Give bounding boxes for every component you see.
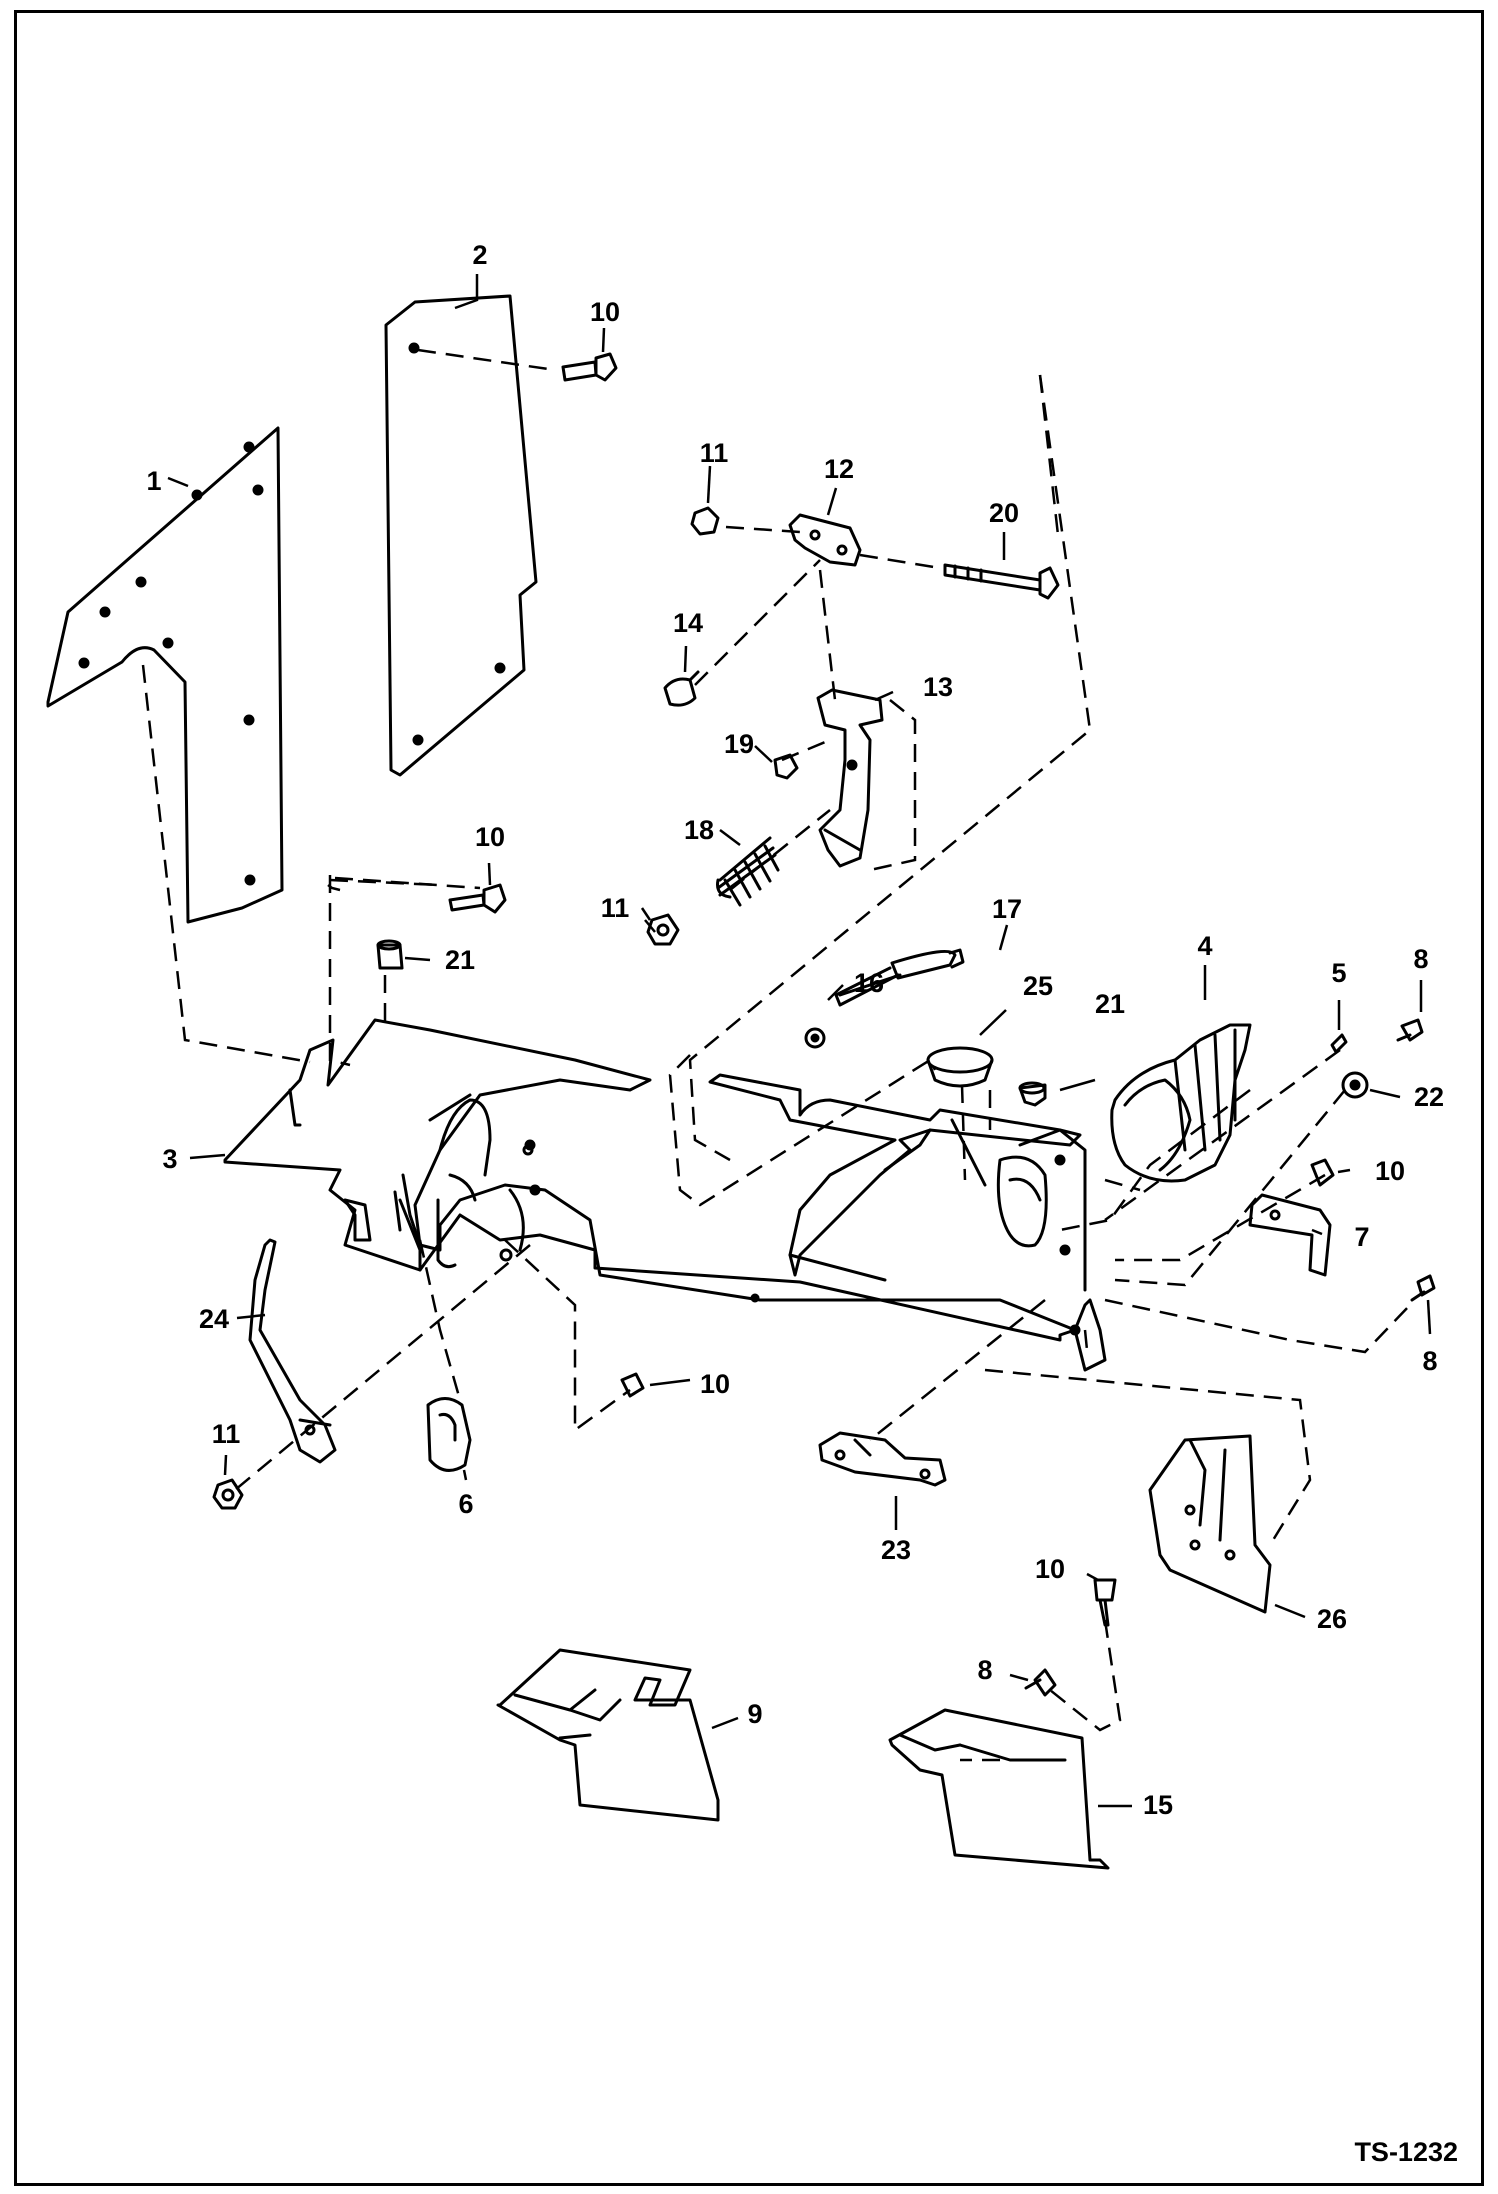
part-16-washer xyxy=(804,1027,826,1049)
part-11-nuts xyxy=(212,506,720,1510)
callout-21-right: 21 xyxy=(1095,989,1125,1019)
part-4-rubber-boot xyxy=(1110,1023,1252,1183)
part-7-bracket xyxy=(1248,1193,1332,1277)
part-26-bracket-cover xyxy=(1148,1434,1272,1614)
callout-22: 22 xyxy=(1414,1082,1444,1112)
callout-7: 7 xyxy=(1354,1222,1369,1252)
callout-11-top: 11 xyxy=(700,438,729,468)
callout-26: 26 xyxy=(1317,1604,1347,1634)
drawing-number: TS-1232 xyxy=(1354,2137,1458,2167)
drawing-frame xyxy=(14,10,1484,2186)
part-1-side-panel xyxy=(46,426,284,924)
part-10-bolts xyxy=(448,352,1335,1627)
callout-11-left: 11 xyxy=(212,1419,241,1449)
callout-5: 5 xyxy=(1331,958,1346,988)
callout-10-mid: 10 xyxy=(475,822,505,852)
callout-10-lower: 10 xyxy=(1035,1554,1065,1584)
callout-3: 3 xyxy=(162,1144,177,1174)
callout-10-right: 10 xyxy=(1375,1156,1405,1186)
callout-21-left: 21 xyxy=(445,945,475,975)
part-19-nut xyxy=(773,753,799,780)
callout-17: 17 xyxy=(992,894,1022,924)
part-8-bolts xyxy=(1024,1018,1436,1697)
part-20-bolt xyxy=(943,563,1060,600)
callout-23: 23 xyxy=(881,1535,911,1565)
callout-11-mid: 11 xyxy=(601,893,630,923)
callout-9: 9 xyxy=(747,1699,762,1729)
callout-8-right: 8 xyxy=(1422,1346,1437,1376)
callout-25: 25 xyxy=(1023,971,1053,1001)
callout-16: 16 xyxy=(854,968,884,998)
part-13-pedal-lever xyxy=(816,688,884,868)
callout-10-top: 10 xyxy=(590,297,620,327)
callout-19: 19 xyxy=(724,729,754,759)
callout-15: 15 xyxy=(1143,1790,1173,1820)
leader-lines xyxy=(167,274,1432,1808)
callout-1: 1 xyxy=(146,466,161,496)
callout-12: 12 xyxy=(824,454,854,484)
callout-14: 14 xyxy=(673,608,703,638)
callout-13: 13 xyxy=(923,672,953,702)
part-12-hinge-bracket xyxy=(788,513,862,567)
part-6-grommet xyxy=(426,1397,472,1472)
callout-10-bottom: 10 xyxy=(700,1369,730,1399)
callout-2: 2 xyxy=(472,240,487,270)
part-23-mount-plate xyxy=(818,1431,947,1487)
callout-24: 24 xyxy=(199,1304,229,1334)
part-14-pin xyxy=(663,670,700,707)
assembly-dashed-lines xyxy=(141,348,1411,1762)
callout-6: 6 xyxy=(458,1489,473,1519)
part-9-floor-guard xyxy=(496,1648,720,1822)
callout-4: 4 xyxy=(1197,931,1212,961)
part-18-spring xyxy=(716,836,780,907)
part-15-floor-guard xyxy=(888,1708,1110,1870)
callout-18: 18 xyxy=(684,815,714,845)
part-17-long-bolt xyxy=(834,948,965,1007)
part-5-screw xyxy=(1330,1033,1348,1054)
part-2-upper-panel xyxy=(384,294,538,777)
part-25-plug-cap xyxy=(926,1046,994,1088)
part-21-spacers xyxy=(376,939,1047,1107)
callout-20: 20 xyxy=(989,498,1019,528)
callout-8-upper: 8 xyxy=(1413,944,1428,974)
callout-labels: 1 2 3 4 5 6 7 8 8 8 9 10 10 10 10 10 11 … xyxy=(146,240,1444,1820)
part-24-brace xyxy=(248,1238,337,1464)
part-3-main-frame xyxy=(223,1018,1107,1372)
part-22-washer xyxy=(1341,1071,1369,1099)
callout-8-lower: 8 xyxy=(977,1655,992,1685)
